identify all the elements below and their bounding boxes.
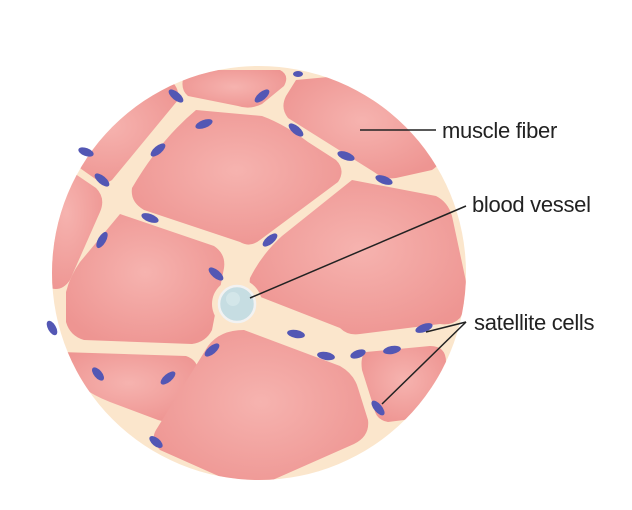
label-blood-vessel: blood vessel: [472, 192, 591, 217]
satellite-cell-icon: [141, 213, 159, 223]
satellite-cells-pointer-upper: [425, 321, 467, 333]
satellite-cell-icon: [375, 175, 393, 185]
satellite-cell-icon: [208, 267, 224, 281]
satellite-cell-icon: [78, 147, 94, 157]
satellite-cell-icon: [415, 323, 433, 333]
satellite-cell-icon: [293, 71, 303, 77]
muscle-fiber-center-left: [66, 214, 225, 344]
satellite-cell-icon: [168, 89, 184, 103]
label-satellite-cells: satellite cells: [474, 310, 595, 335]
muscle-fibers: [52, 70, 466, 480]
satellite-cell-icon: [317, 351, 335, 361]
satellite-cell-icon: [94, 173, 110, 187]
satellite-cells: [46, 71, 433, 448]
muscle-fiber-right: [249, 180, 466, 335]
muscle-fiber-bottom: [153, 330, 369, 480]
satellite-cell-icon: [288, 123, 304, 137]
satellite-cell-icon: [160, 371, 176, 385]
satellite-cells-pointer-lower: [381, 321, 467, 405]
satellite-cell-icon: [195, 119, 213, 129]
satellite-cell-icon: [337, 151, 355, 161]
satellite-cell-icon: [92, 367, 104, 381]
satellite-cell-icon: [204, 343, 220, 357]
satellite-cell-icon: [371, 400, 385, 416]
muscle-fiber-left: [52, 150, 103, 289]
satellite-cell-icon: [287, 329, 305, 339]
satellite-cell-icon: [383, 345, 401, 355]
satellite-cell-icon: [96, 231, 108, 249]
blood-vessel-icon: [212, 279, 262, 329]
leader-lines: [249, 129, 467, 405]
label-muscle-fiber: muscle fiber: [442, 118, 557, 143]
satellite-cell-icon: [254, 89, 270, 103]
satellite-cell-icon: [350, 349, 366, 359]
blood-vessel-pointer: [249, 205, 467, 299]
satellite-cell-icon: [46, 320, 58, 336]
muscle-fiber-top-right: [283, 74, 441, 179]
muscle-fiber-upper-center: [131, 110, 342, 245]
satellite-cell-icon: [262, 233, 278, 247]
satellite-cell-icon: [149, 436, 163, 448]
satellite-cell-icon: [150, 143, 166, 157]
